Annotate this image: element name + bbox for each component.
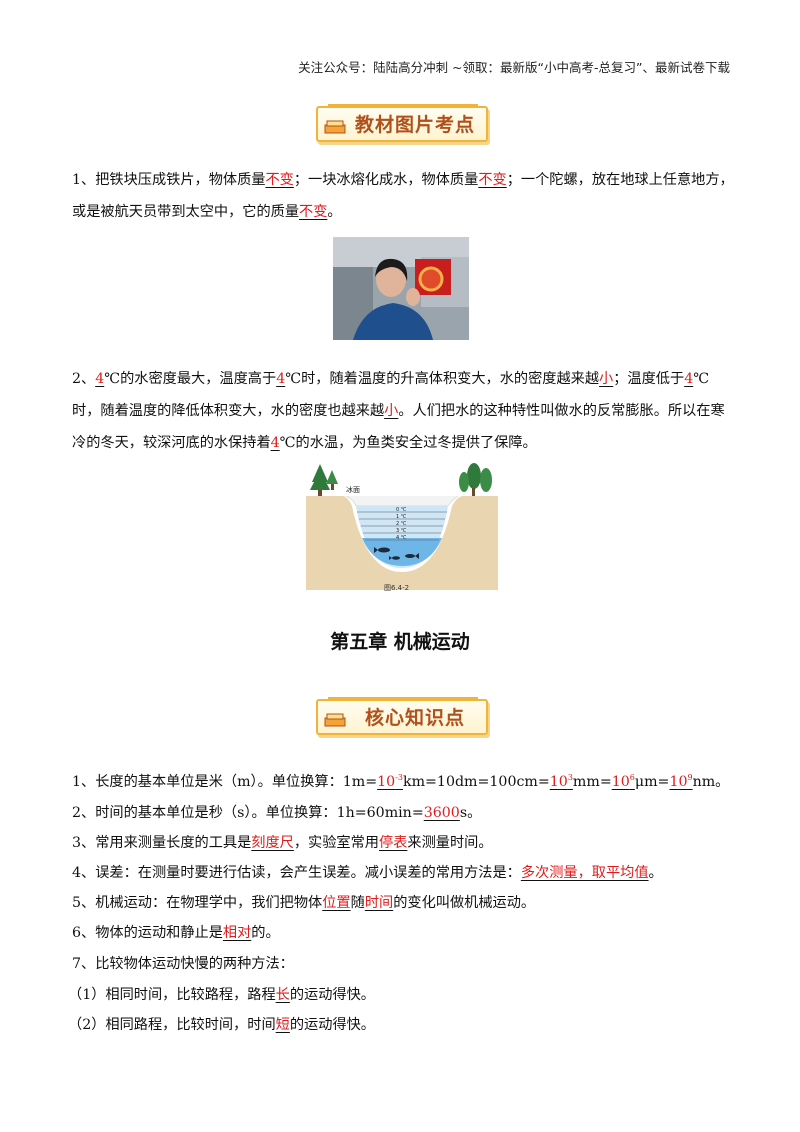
text: 2、时间的基本单位是秒（s）。单位换算：1h=60min= — [72, 805, 424, 821]
answer: 相对 — [222, 925, 252, 941]
text: （1）相同时间，比较路程，路程 — [68, 987, 276, 1003]
answer: 短 — [275, 1017, 290, 1033]
text: μm= — [634, 774, 670, 790]
text: mm= — [572, 774, 612, 790]
answer: 刻度尺 — [251, 835, 294, 851]
answer: 4 — [270, 435, 280, 451]
list-item: 3、常用来测量长度的工具是刻度尺，实验室常用停表来测量时间。 — [72, 832, 493, 852]
text: 。 — [648, 865, 663, 881]
answer: 时间 — [364, 895, 394, 911]
section-title: 核心知识点 — [364, 707, 465, 729]
list-item: 5、机械运动：在物理学中，我们把物体位置随时间的变化叫做机械运动。 — [72, 892, 535, 912]
fish-icon — [374, 547, 419, 560]
answer: 103 — [549, 773, 573, 790]
text: 2、 — [72, 371, 96, 387]
list-item: （2）相同路程，比较时间，时间短的运动得快。 — [68, 1014, 375, 1034]
book-icon — [324, 120, 346, 134]
answer: 106 — [611, 773, 635, 790]
answer: 小 — [384, 403, 399, 419]
answer: 不变 — [265, 172, 294, 188]
text: 3、常用来测量长度的工具是 — [72, 835, 252, 851]
text: 6、物体的运动和静止是 — [72, 925, 223, 941]
text: 7、比较物体运动快慢的两种方法： — [72, 956, 294, 972]
text: 5、机械运动：在物理学中，我们把物体 — [72, 895, 323, 911]
list-item: 4、误差：在测量时要进行估读，会产生误差。减小误差的常用方法是：多次测量，取平均… — [72, 862, 663, 882]
answer: 位置 — [322, 895, 351, 911]
list-item: 1、长度的基本单位是米（m）。单位换算：1m=10-3km=10dm=100cm… — [72, 771, 729, 791]
layer-label: 1 ℃ — [396, 514, 407, 520]
text: 的运动得快。 — [289, 1017, 375, 1033]
list-item: 7、比较物体运动快慢的两种方法： — [72, 953, 294, 973]
answer: 长 — [275, 987, 290, 1003]
text: s。 — [459, 805, 482, 821]
text: 的变化叫做机械运动。 — [393, 895, 536, 911]
header-note: 关注公众号：陆陆高分冲刺 ~领取：最新版“小中高考-总复习”、最新试卷下载 — [298, 60, 730, 75]
text: nm。 — [692, 774, 730, 790]
badge-frame — [316, 697, 488, 735]
section-badge-textbook-figures: 教材图片考点 — [312, 102, 488, 142]
list-item: （1）相同时间，比较路程，路程长的运动得快。 — [68, 984, 375, 1004]
text: km=10dm=100cm= — [402, 774, 550, 790]
text: 1、把铁块压成铁片，物体质量 — [72, 172, 266, 188]
answer: 不变 — [478, 172, 507, 188]
text: ℃时，随着温度的升高体积变大，水的密度越来越 — [285, 371, 600, 387]
figure-caption: 图6.4-2 — [384, 584, 409, 592]
list-item: 6、物体的运动和静止是相对的。 — [72, 922, 280, 942]
layer-label: 4 ℃ — [396, 535, 407, 541]
text: ；温度低于 — [613, 371, 685, 387]
text: 1、长度的基本单位是米（m）。单位换算：1m= — [72, 774, 378, 790]
text: ，实验室常用 — [293, 835, 379, 851]
chapter-title: 第五章 机械运动 — [330, 631, 470, 653]
list-item: 2、时间的基本单位是秒（s）。单位换算：1h=60min=3600s。 — [72, 802, 481, 822]
answer: 109 — [669, 773, 693, 790]
text: 来测量时间。 — [407, 835, 493, 851]
river-temperature-figure: 0 ℃ 1 ℃ 2 ℃ 3 ℃ 4 ℃ 冰面 图6.4-2 — [306, 460, 498, 600]
book-icon — [324, 713, 346, 727]
text: ；一块冰熔化成水，物体质量 — [293, 172, 479, 188]
paragraph-water-density: 2、4℃的水密度最大，温度高于4℃时，随着温度的升高体积变大，水的密度越来越小；… — [72, 363, 737, 459]
layer-label: 0 ℃ — [396, 507, 407, 513]
text: 。人们把水的这种特性叫做水的反常膨胀。所以在寒冷的冬天，较深河底的水保持着 — [72, 403, 725, 451]
answer: 停表 — [379, 835, 408, 851]
badge-frame — [316, 104, 488, 142]
text: ；一个陀螺，放在地球上任意地方，或是被航天员带到太空中，它的质量 — [72, 172, 734, 220]
answer: 3600 — [423, 805, 460, 821]
text: 4、误差：在测量时要进行估读，会产生误差。减小误差的常用方法是： — [72, 865, 521, 881]
text: ℃的水温，为鱼类安全过冬提供了保障。 — [279, 435, 537, 451]
section-title: 教材图片考点 — [354, 114, 475, 136]
layer-label: 3 ℃ — [396, 528, 407, 534]
tree-icon — [459, 463, 492, 496]
answer: 4 — [276, 371, 286, 387]
text: 。 — [327, 204, 342, 220]
answer: 不变 — [299, 204, 328, 220]
ice-label: 冰面 — [346, 485, 360, 494]
paragraph-mass: 1、把铁块压成铁片，物体质量不变；一块冰熔化成水，物体质量不变；一个陀螺，放在地… — [72, 164, 737, 228]
section-badge-core-knowledge: 核心知识点 — [312, 695, 488, 735]
answer: 4 — [684, 371, 694, 387]
layer-label: 2 ℃ — [396, 521, 407, 527]
text: ℃时，随着温度的降低体积变大，水的密度也越来越 — [72, 371, 710, 419]
tree-icon — [310, 464, 338, 496]
answer: 4 — [95, 371, 105, 387]
text: （2）相同路程，比较时间，时间 — [68, 1017, 276, 1033]
text: 的运动得快。 — [289, 987, 375, 1003]
answer: 小 — [599, 371, 614, 387]
text: 随 — [350, 895, 365, 911]
text: ℃的水密度最大，温度高于 — [104, 371, 277, 387]
text: 的。 — [251, 925, 280, 941]
answer: 10-3 — [377, 773, 403, 790]
answer: 多次测量，取平均值 — [520, 865, 649, 881]
astronaut-photo — [333, 237, 469, 340]
